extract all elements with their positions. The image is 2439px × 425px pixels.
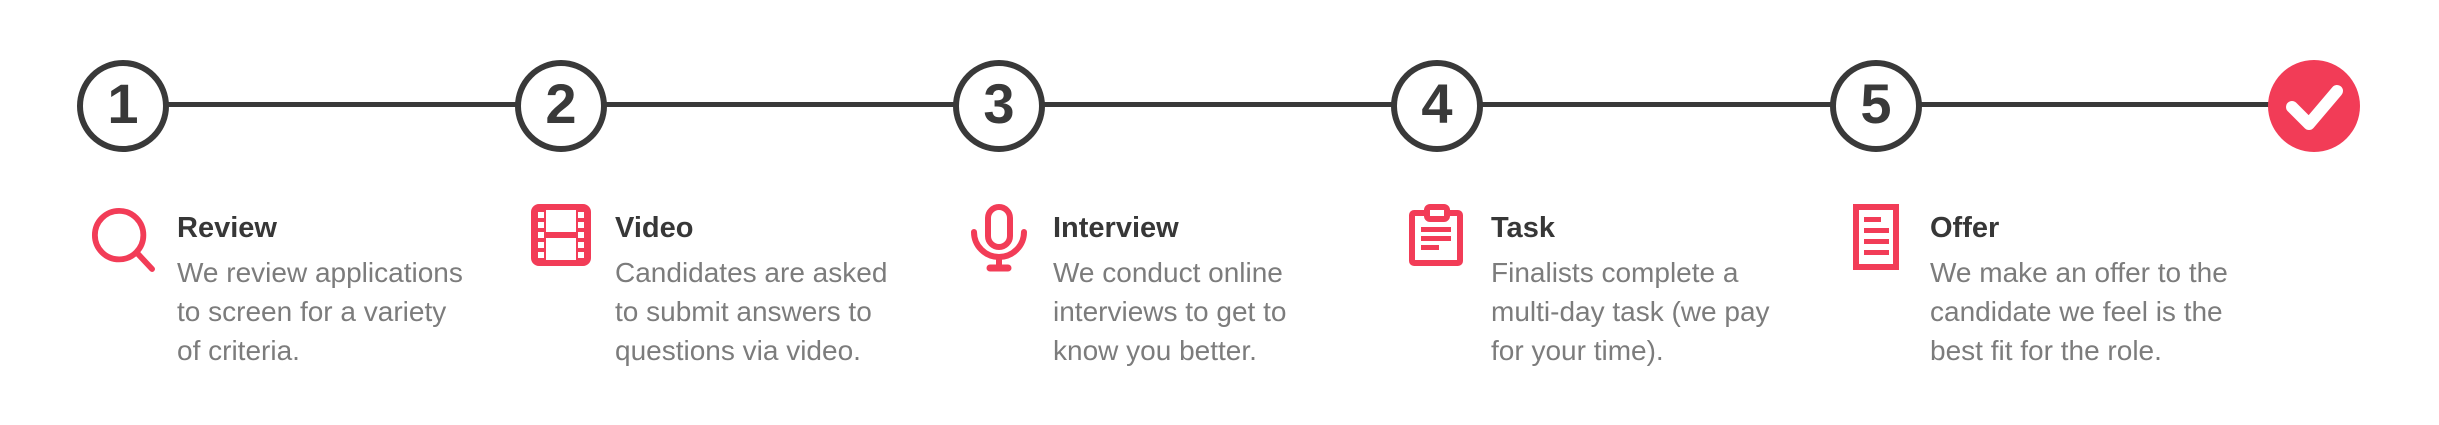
step-circle-2: 2 <box>515 60 607 152</box>
connector-line <box>123 102 2314 107</box>
step-circle-1: 1 <box>77 60 169 152</box>
step-number: 2 <box>545 72 577 135</box>
step-number: 1 <box>107 72 139 135</box>
film-icon <box>529 204 593 274</box>
step-description: Finalists complete a multi-day task (we … <box>1491 257 1770 366</box>
step-circle-4: 4 <box>1391 60 1483 152</box>
step-column-video: Video Candidates are asked to submit ans… <box>529 204 955 370</box>
step-description: We review applications to screen for a v… <box>177 257 463 366</box>
step-circle-5: 5 <box>1830 60 1922 152</box>
step-number: 4 <box>1421 72 1453 135</box>
document-icon <box>1844 204 1908 274</box>
step-description: We conduct online interviews to get to k… <box>1053 257 1287 366</box>
clipboard-icon <box>1405 204 1469 274</box>
step-column-interview: Interview We conduct online interviews t… <box>967 204 1393 370</box>
step-number: 3 <box>983 72 1015 135</box>
step-title: Task <box>1491 212 1555 244</box>
search-icon <box>91 204 155 274</box>
step-title: Video <box>615 212 694 244</box>
step-title: Offer <box>1930 212 2000 244</box>
step-circle-3: 3 <box>953 60 1045 152</box>
completed-step-circle <box>2268 60 2360 152</box>
check-icon <box>2286 85 2343 130</box>
step-number: 5 <box>1860 72 1892 135</box>
step-column-task: Task Finalists complete a multi-day task… <box>1405 204 1831 370</box>
step-description: Candidates are asked to submit answers t… <box>615 257 888 366</box>
microphone-icon <box>967 204 1031 274</box>
step-column-offer: Offer We make an offer to the candidate … <box>1844 204 2270 370</box>
step-title: Review <box>177 212 277 244</box>
step-description: We make an offer to the candidate we fee… <box>1930 257 2228 366</box>
step-title: Interview <box>1053 212 1179 244</box>
step-column-review: Review We review applications to screen … <box>91 204 517 370</box>
